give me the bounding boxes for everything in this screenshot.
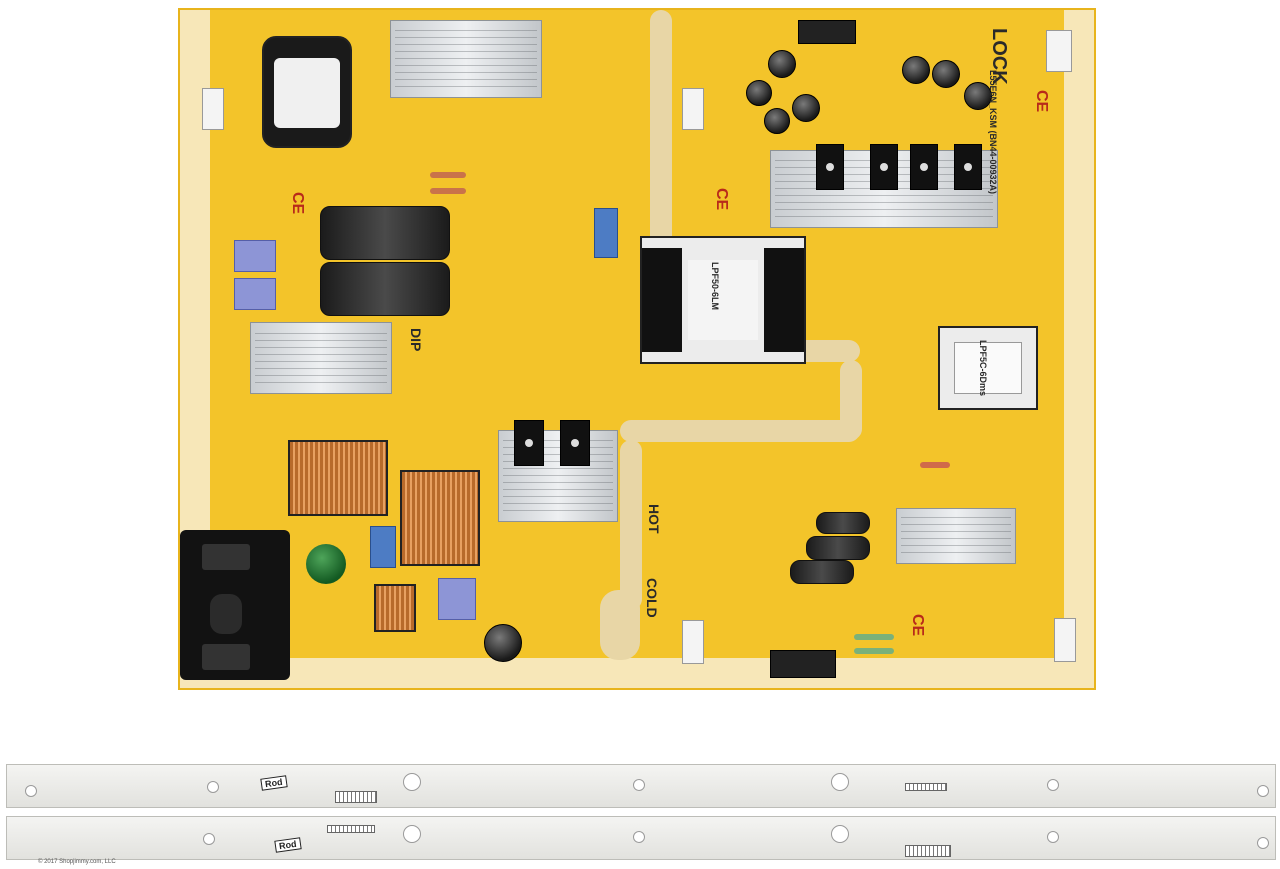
strip-hole	[1257, 837, 1269, 849]
strip-hole	[403, 825, 421, 843]
strip-hole	[207, 781, 219, 793]
led-cap-1	[816, 512, 870, 534]
ac-input-socket	[180, 530, 290, 680]
common-mode-choke-1	[288, 440, 388, 516]
connector-bottom	[770, 650, 836, 678]
strip-label: Rod	[260, 775, 288, 791]
led-strip-bottom: Rod	[6, 816, 1276, 860]
x-capacitor-2	[234, 278, 276, 310]
strip-hole	[831, 825, 849, 843]
output-cap-3	[792, 94, 820, 122]
rectifier-1	[816, 144, 844, 190]
led-strip-top: Rod	[6, 764, 1276, 808]
strip-hole	[1257, 785, 1269, 797]
mount-clip-5	[1054, 618, 1076, 662]
strip-hole	[633, 831, 645, 843]
board-edge-right	[1064, 10, 1094, 688]
resistor-5	[854, 648, 894, 654]
x-capacitor-1	[234, 240, 276, 272]
connector-top	[798, 20, 856, 44]
ntc-thermistor	[484, 624, 522, 662]
isolation-trace-bottom	[620, 440, 642, 610]
strip-hole	[1047, 831, 1059, 843]
resistor-3	[920, 462, 950, 468]
y-capacitor-blue	[438, 578, 476, 620]
resistor-2	[430, 188, 466, 194]
strip-hole	[203, 833, 215, 845]
ce-marking-1: CE	[289, 192, 306, 215]
mount-clip-2	[682, 88, 704, 130]
heatsink-top	[390, 20, 542, 98]
film-capacitor	[594, 208, 618, 258]
resistor-4	[854, 634, 894, 640]
bulk-capacitor-2	[320, 262, 450, 316]
mount-clip-3	[1046, 30, 1072, 72]
hot-marking: HOT	[646, 504, 662, 534]
model-code-marking: L55E6N_KSM (BN44-00932A)	[988, 70, 998, 195]
strip-label: Rod	[274, 837, 302, 853]
standby-transformer	[938, 326, 1038, 410]
strip-hole	[633, 779, 645, 791]
mount-clip-1	[202, 88, 224, 130]
ce-marking-4: CE	[909, 614, 926, 637]
rectifier-3	[910, 144, 938, 190]
safety-capacitor	[370, 526, 396, 568]
dip-marking: DIP	[408, 328, 424, 352]
strip-hole	[1047, 779, 1059, 791]
varistor	[306, 544, 346, 584]
heatsink-left	[250, 322, 392, 394]
small-inductor	[374, 584, 416, 632]
strip-hole	[403, 773, 421, 791]
isolation-trace-end	[600, 590, 640, 660]
led-cap-3	[790, 560, 854, 584]
output-cap-1	[768, 50, 796, 78]
strip-connector	[905, 783, 947, 791]
board-edge-bottom	[180, 658, 1094, 688]
strip-hole	[831, 773, 849, 791]
bulk-capacitor-1	[320, 206, 450, 260]
cold-marking: COLD	[644, 578, 660, 618]
isolation-trace-lower	[620, 420, 860, 442]
standby-transformer-label: LPF5C-6Dms	[978, 340, 988, 397]
led-cap-2	[806, 536, 870, 560]
mosfet-1	[514, 420, 544, 466]
output-cap-4	[764, 108, 790, 134]
strip-connector	[905, 845, 951, 857]
output-cap-6	[932, 60, 960, 88]
rectifier-2	[870, 144, 898, 190]
main-transformer-label: LPF50-6LM	[710, 262, 720, 311]
output-cap-5	[902, 56, 930, 84]
strip-hole	[25, 785, 37, 797]
heatsink-right-bottom	[896, 508, 1016, 564]
ce-marking-3: CE	[1033, 90, 1050, 113]
resistor-1	[430, 172, 466, 178]
pfc-inductor	[262, 36, 352, 148]
output-cap-2	[746, 80, 772, 106]
output-cap-7	[964, 82, 992, 110]
ce-marking-2: CE	[713, 188, 730, 211]
strip-connector	[335, 791, 377, 803]
main-transformer	[640, 236, 806, 364]
common-mode-choke-2	[400, 470, 480, 566]
mosfet-2	[560, 420, 590, 466]
power-supply-board: LOCK DIP HOT COLD CE CE CE CE L55E6N_KSM…	[178, 8, 1096, 690]
mount-clip-4	[682, 620, 704, 664]
copyright-text: © 2017 Shopjimmy.com, LLC	[38, 859, 116, 865]
rectifier-4	[954, 144, 982, 190]
strip-connector	[327, 825, 375, 833]
